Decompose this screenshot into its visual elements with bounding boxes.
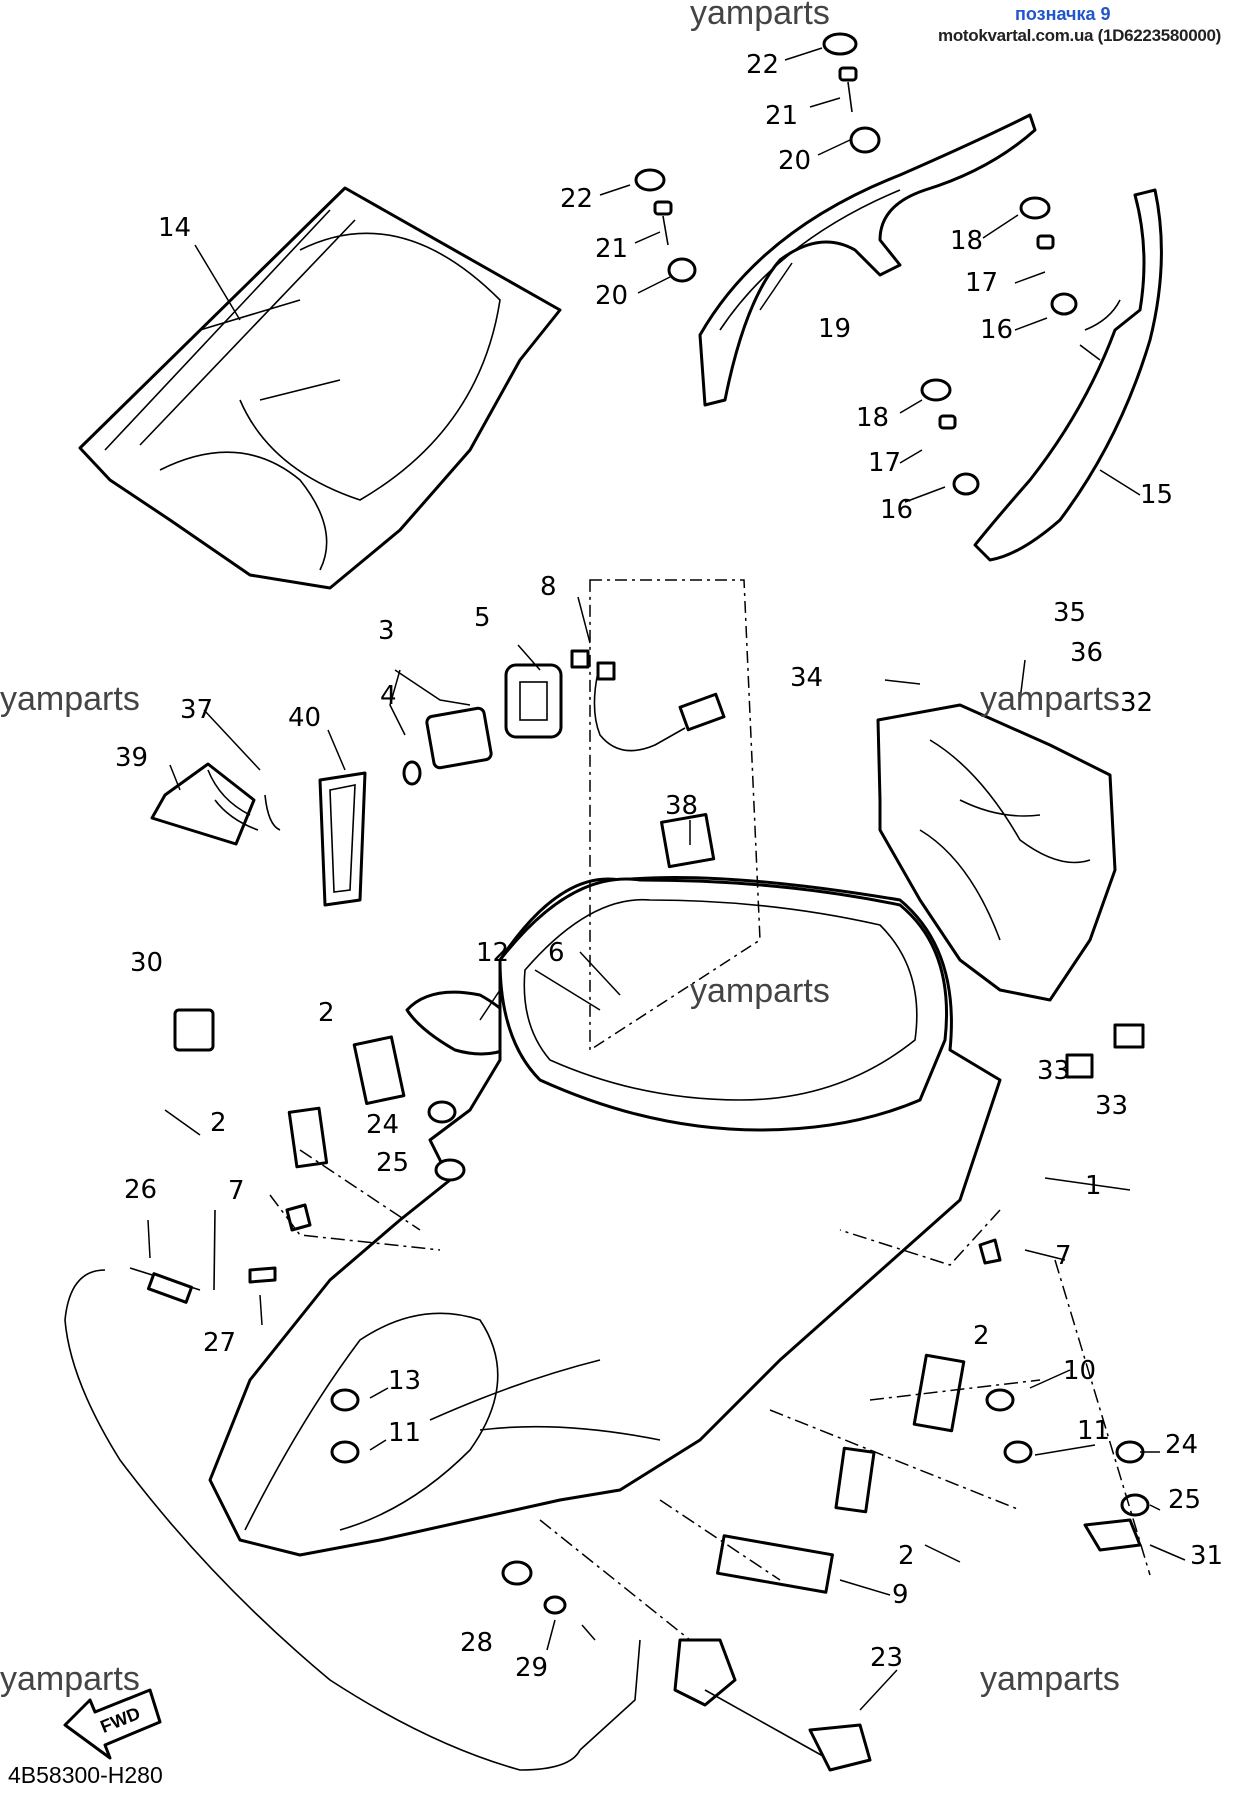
cables	[64, 1209, 872, 1772]
callout: 29	[515, 1653, 549, 1683]
callout: 7	[1055, 1241, 1072, 1271]
part-8-harness	[570, 649, 726, 752]
callout: 7	[228, 1176, 245, 1206]
callout: 40	[288, 703, 322, 733]
watermark: yamparts	[980, 1660, 1120, 1698]
callout: 5	[474, 603, 491, 633]
callout: 6	[548, 938, 565, 968]
callout: 14	[158, 213, 192, 243]
callout: 32	[1120, 688, 1154, 718]
source-label: motokvartal.com.ua (1D6223580000)	[938, 26, 1222, 45]
callout: 18	[950, 226, 984, 256]
callout: 2	[318, 998, 335, 1028]
callout: 4	[380, 681, 397, 711]
callout: 23	[870, 1643, 904, 1673]
callout: 24	[1165, 1430, 1199, 1460]
callout: 17	[965, 268, 999, 298]
watermark: yamparts	[0, 680, 140, 718]
watermark: yamparts	[980, 680, 1120, 718]
callout: 39	[115, 743, 149, 773]
callout: 2	[973, 1321, 990, 1351]
leader-lines	[147, 47, 1186, 1711]
part-3-5-lamp	[402, 663, 563, 786]
callout: 17	[868, 448, 902, 478]
callout: 11	[1077, 1416, 1111, 1446]
part-32-rear-cover	[876, 703, 1117, 1002]
callout: 21	[595, 234, 629, 264]
callout: 26	[124, 1175, 158, 1205]
callout: 13	[388, 1366, 422, 1396]
callout: 15	[1140, 480, 1174, 510]
callout: 2	[210, 1108, 227, 1138]
callout: 31	[1190, 1541, 1224, 1571]
callout: 27	[203, 1328, 237, 1358]
part-15-side-rail	[973, 188, 1163, 562]
watermark: yamparts	[690, 0, 830, 32]
callout: 1	[1085, 1171, 1102, 1201]
callout: 9	[892, 1580, 909, 1610]
callout: 20	[595, 281, 629, 311]
fasteners-top	[634, 32, 1078, 496]
callout: 25	[376, 1148, 410, 1178]
part-labels-blocks	[173, 813, 1145, 1594]
part-19-grab-bar	[698, 113, 1037, 407]
callout: 28	[460, 1628, 494, 1658]
diagram-code: 4B58300-H280	[8, 1762, 163, 1788]
callout: 22	[746, 50, 780, 80]
site-label[interactable]: позначка 9	[1015, 4, 1111, 24]
callout: 38	[665, 791, 699, 821]
callout: 36	[1070, 638, 1104, 668]
part-14-inner-panel	[78, 186, 562, 590]
callout: 2	[898, 1541, 915, 1571]
fwd-arrow-icon	[63, 1688, 162, 1760]
part-37-39-40-tools	[150, 762, 367, 907]
callout: 12	[476, 938, 510, 968]
callout: 16	[980, 315, 1014, 345]
bolts	[248, 1100, 1150, 1615]
callout: 33	[1095, 1091, 1129, 1121]
callout: 20	[778, 146, 812, 176]
callout: 37	[180, 695, 214, 725]
callout: 34	[790, 663, 824, 693]
callout: 33	[1037, 1056, 1071, 1086]
callout: 30	[130, 948, 164, 978]
callout: 11	[388, 1418, 422, 1448]
callout: 25	[1168, 1485, 1202, 1515]
callout: 10	[1063, 1356, 1097, 1386]
callout: 24	[366, 1110, 400, 1140]
callout: 18	[856, 403, 890, 433]
callout: 8	[540, 572, 557, 602]
watermark: yamparts	[690, 972, 830, 1010]
callout: 16	[880, 495, 914, 525]
callout: 21	[765, 101, 799, 131]
watermark: yamparts	[0, 1660, 140, 1698]
callout: 3	[378, 616, 395, 646]
callout: 35	[1053, 598, 1087, 628]
part-1-6-body	[208, 876, 1002, 1557]
callout: 22	[560, 184, 594, 214]
callout: 19	[818, 314, 852, 344]
